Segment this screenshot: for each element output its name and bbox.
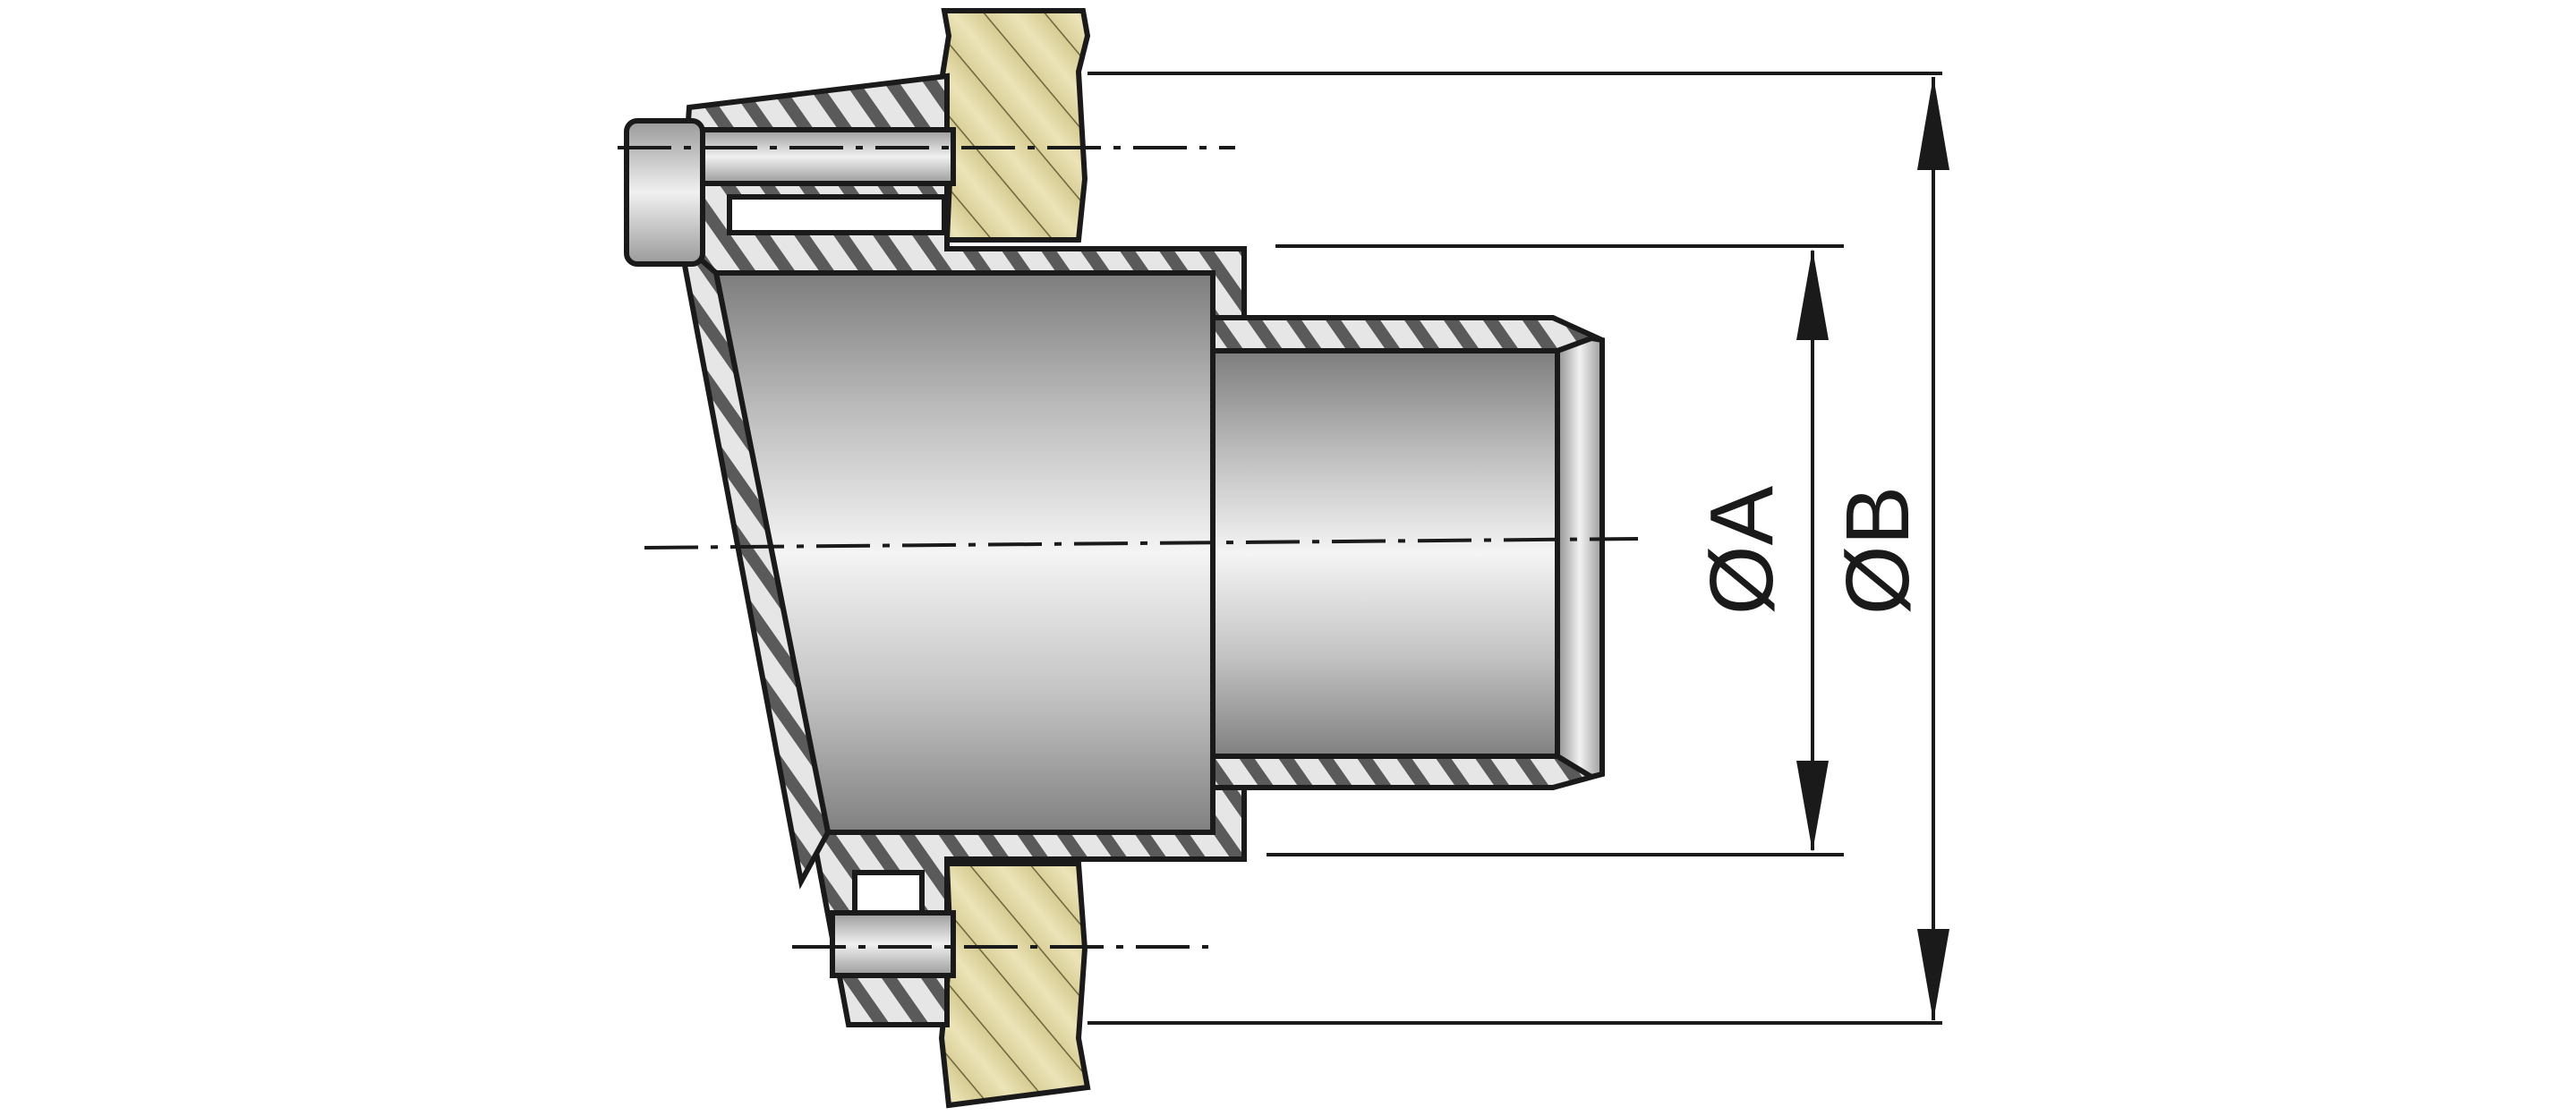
dimension-b-arrow-down [1917, 929, 1949, 1021]
dimension-b: ØB [1088, 72, 1949, 1025]
hull-plank-top [938, 8, 1091, 243]
outlet-bore [1210, 348, 1560, 759]
front-flap [676, 234, 832, 890]
dimension-b-arrow-up [1917, 76, 1949, 170]
dimension-a-label: ØA [1692, 485, 1792, 615]
dimension-b-label: ØB [1828, 486, 1928, 615]
top-bolt [624, 118, 956, 267]
bottom-bolt [830, 870, 956, 978]
hull-plank-bottom [938, 861, 1091, 1109]
center-line [618, 146, 1639, 949]
dimension-a-arrow-down [1796, 761, 1829, 852]
dimension-a: ØA [1267, 244, 1844, 856]
outlet-lip [1555, 335, 1605, 780]
dimension-a-arrow-up [1796, 249, 1829, 340]
